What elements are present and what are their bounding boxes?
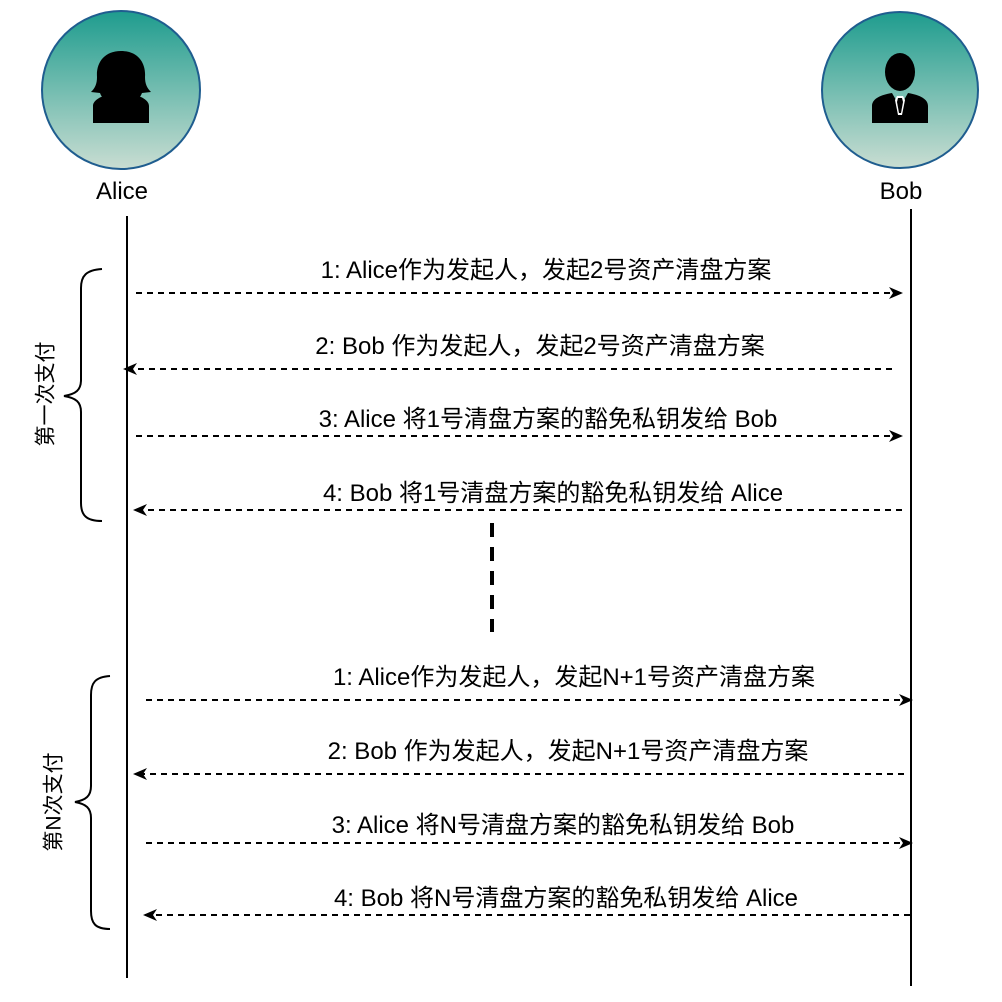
- message: 1: Alice作为发起人，发起2号资产清盘方案: [136, 257, 903, 299]
- message: 4: Bob 将N号清盘方案的豁免私钥发给 Alice: [143, 885, 910, 921]
- group-brace: [63, 268, 103, 522]
- message: 2: Bob 作为发起人，发起N+1号资产清盘方案: [133, 738, 904, 780]
- message-label: 4: Bob 将1号清盘方案的豁免私钥发给 Alice: [323, 480, 783, 507]
- group-label: 第一次支付: [35, 342, 58, 447]
- group-nth-payment: 第N次支付 1: Alice作为发起人，发起N+1号资产清盘方案 2: Bob …: [43, 664, 913, 930]
- message-label: 3: Alice 将N号清盘方案的豁免私钥发给 Bob: [332, 812, 795, 839]
- bob-label: Bob: [880, 178, 923, 205]
- male-user-icon: [872, 53, 928, 123]
- group-label: 第N次支付: [43, 752, 66, 851]
- message: 4: Bob 将1号清盘方案的豁免私钥发给 Alice: [133, 480, 902, 516]
- actor-alice: Alice: [41, 10, 201, 978]
- female-user-icon: [91, 51, 151, 123]
- message: 1: Alice作为发起人，发起N+1号资产清盘方案: [146, 664, 913, 706]
- message-label: 3: Alice 将1号清盘方案的豁免私钥发给 Bob: [319, 406, 778, 433]
- actor-bob: Bob: [821, 11, 979, 986]
- message-label: 2: Bob 作为发起人，发起N+1号资产清盘方案: [328, 738, 809, 765]
- message-label: 2: Bob 作为发起人，发起2号资产清盘方案: [315, 333, 764, 360]
- message-label: 4: Bob 将N号清盘方案的豁免私钥发给 Alice: [334, 885, 798, 912]
- message-label: 1: Alice作为发起人，发起2号资产清盘方案: [321, 257, 772, 284]
- alice-label: Alice: [96, 178, 148, 205]
- group-first-payment: 第一次支付 1: Alice作为发起人，发起2号资产清盘方案 2: Bob 作为…: [35, 257, 903, 522]
- message-label: 1: Alice作为发起人，发起N+1号资产清盘方案: [333, 664, 815, 691]
- message: 3: Alice 将N号清盘方案的豁免私钥发给 Bob: [146, 812, 913, 849]
- message: 3: Alice 将1号清盘方案的豁免私钥发给 Bob: [136, 406, 903, 442]
- group-brace: [74, 675, 111, 930]
- message: 2: Bob 作为发起人，发起2号资产清盘方案: [123, 333, 892, 375]
